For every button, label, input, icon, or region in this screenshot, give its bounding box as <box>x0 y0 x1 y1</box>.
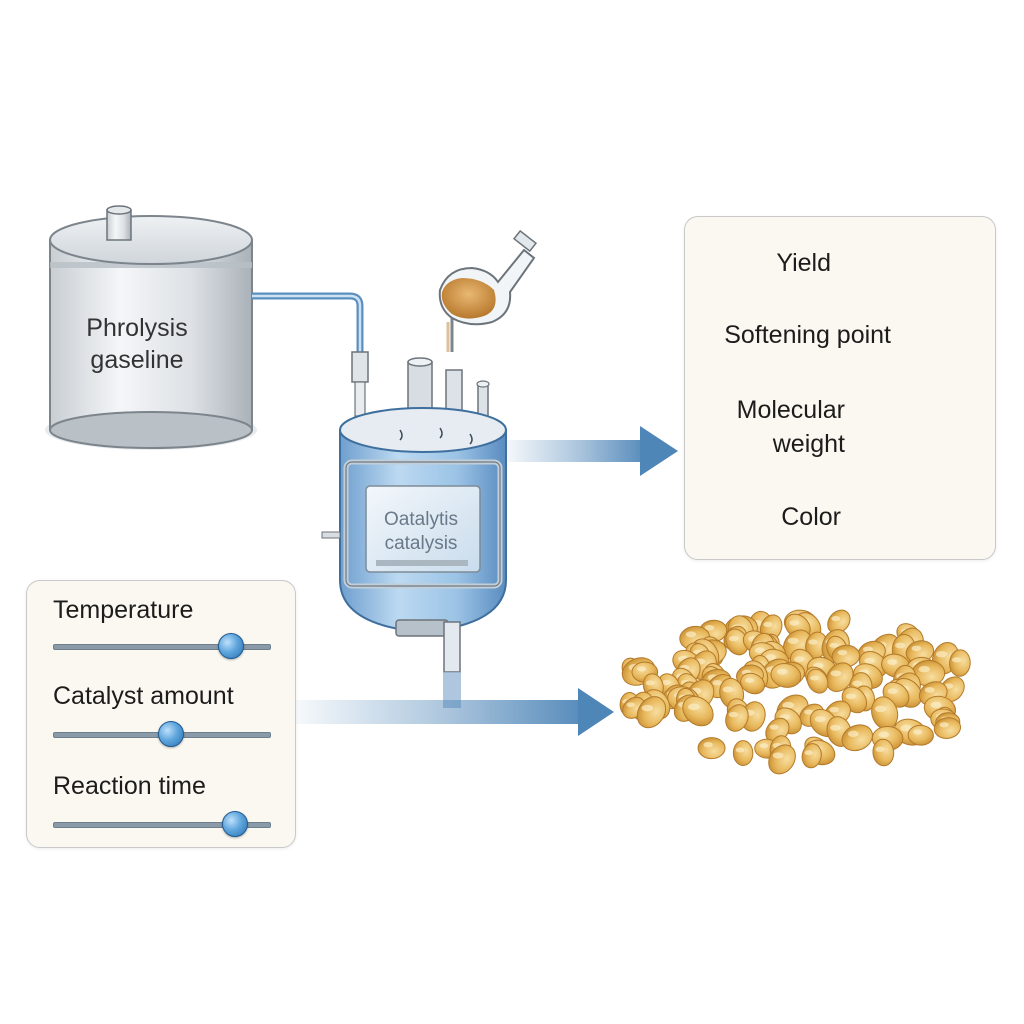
resin-pellet <box>806 668 829 694</box>
feed-tank <box>45 205 257 450</box>
resin-pellet <box>725 628 749 656</box>
reactor-label-line1: Oatalytis <box>384 509 458 530</box>
temperature-slider-track[interactable] <box>53 644 271 650</box>
feed-tank-label-line2: gaseline <box>90 346 184 374</box>
resin-pellet <box>905 640 935 664</box>
resin-pellet <box>871 696 899 730</box>
flask-icon <box>438 229 538 352</box>
catalyst-amount-slider-knob[interactable] <box>157 721 184 747</box>
property-molecular-weight-line1: Molecular <box>736 396 845 424</box>
arrow-to-product <box>296 672 614 736</box>
temperature-slider-knob[interactable] <box>218 633 245 659</box>
arrow-to-properties <box>506 426 678 476</box>
feed-tank-label-line1: Phrolysis <box>86 314 188 342</box>
resin-pellet <box>949 649 971 677</box>
reaction-time-slider-track[interactable] <box>53 822 271 828</box>
resin-pellet <box>831 644 861 668</box>
reactor-label-line2: catalysis <box>384 533 458 554</box>
resin-pellet <box>732 740 754 767</box>
property-yield-label: Yield <box>776 249 831 277</box>
resin-pellet <box>697 737 726 760</box>
resin-pellet <box>740 672 765 695</box>
resin-pellet <box>841 724 873 752</box>
resin-pellet <box>768 744 796 775</box>
reaction-time-slider-knob[interactable] <box>222 811 249 837</box>
resin-pellet <box>825 662 854 692</box>
feed-tank-label: Phrolysis gaseline <box>62 312 212 376</box>
temperature-label: Temperature <box>53 596 194 624</box>
resin-pellet <box>801 743 822 769</box>
properties-panel: Yield Softening point Molecular weight C… <box>684 216 996 560</box>
property-molecular-weight-label: Molecular weight <box>737 393 845 461</box>
property-softening-point-label: Softening point <box>724 321 891 349</box>
property-molecular-weight-line2: weight <box>772 430 845 458</box>
resin-pellet <box>907 724 934 746</box>
resin-pellet <box>933 717 962 739</box>
feed-pipe <box>252 292 369 417</box>
resin-pellet <box>682 695 714 727</box>
reaction-time-label: Reaction time <box>53 772 206 800</box>
resin-pellet <box>872 738 895 767</box>
reactor <box>321 357 507 673</box>
resin-pellet <box>827 609 851 634</box>
resin-pellet <box>770 663 802 688</box>
resin-pellet <box>725 704 749 732</box>
reactor-label: Oatalytis catalysis <box>356 508 486 556</box>
property-color-label: Color <box>781 503 841 531</box>
resin-pellet-pile <box>619 609 971 775</box>
reaction-controls-panel: Temperature Catalyst amount Reaction tim… <box>26 580 296 848</box>
catalyst-amount-label: Catalyst amount <box>53 682 234 710</box>
resin-pellet <box>636 696 667 729</box>
